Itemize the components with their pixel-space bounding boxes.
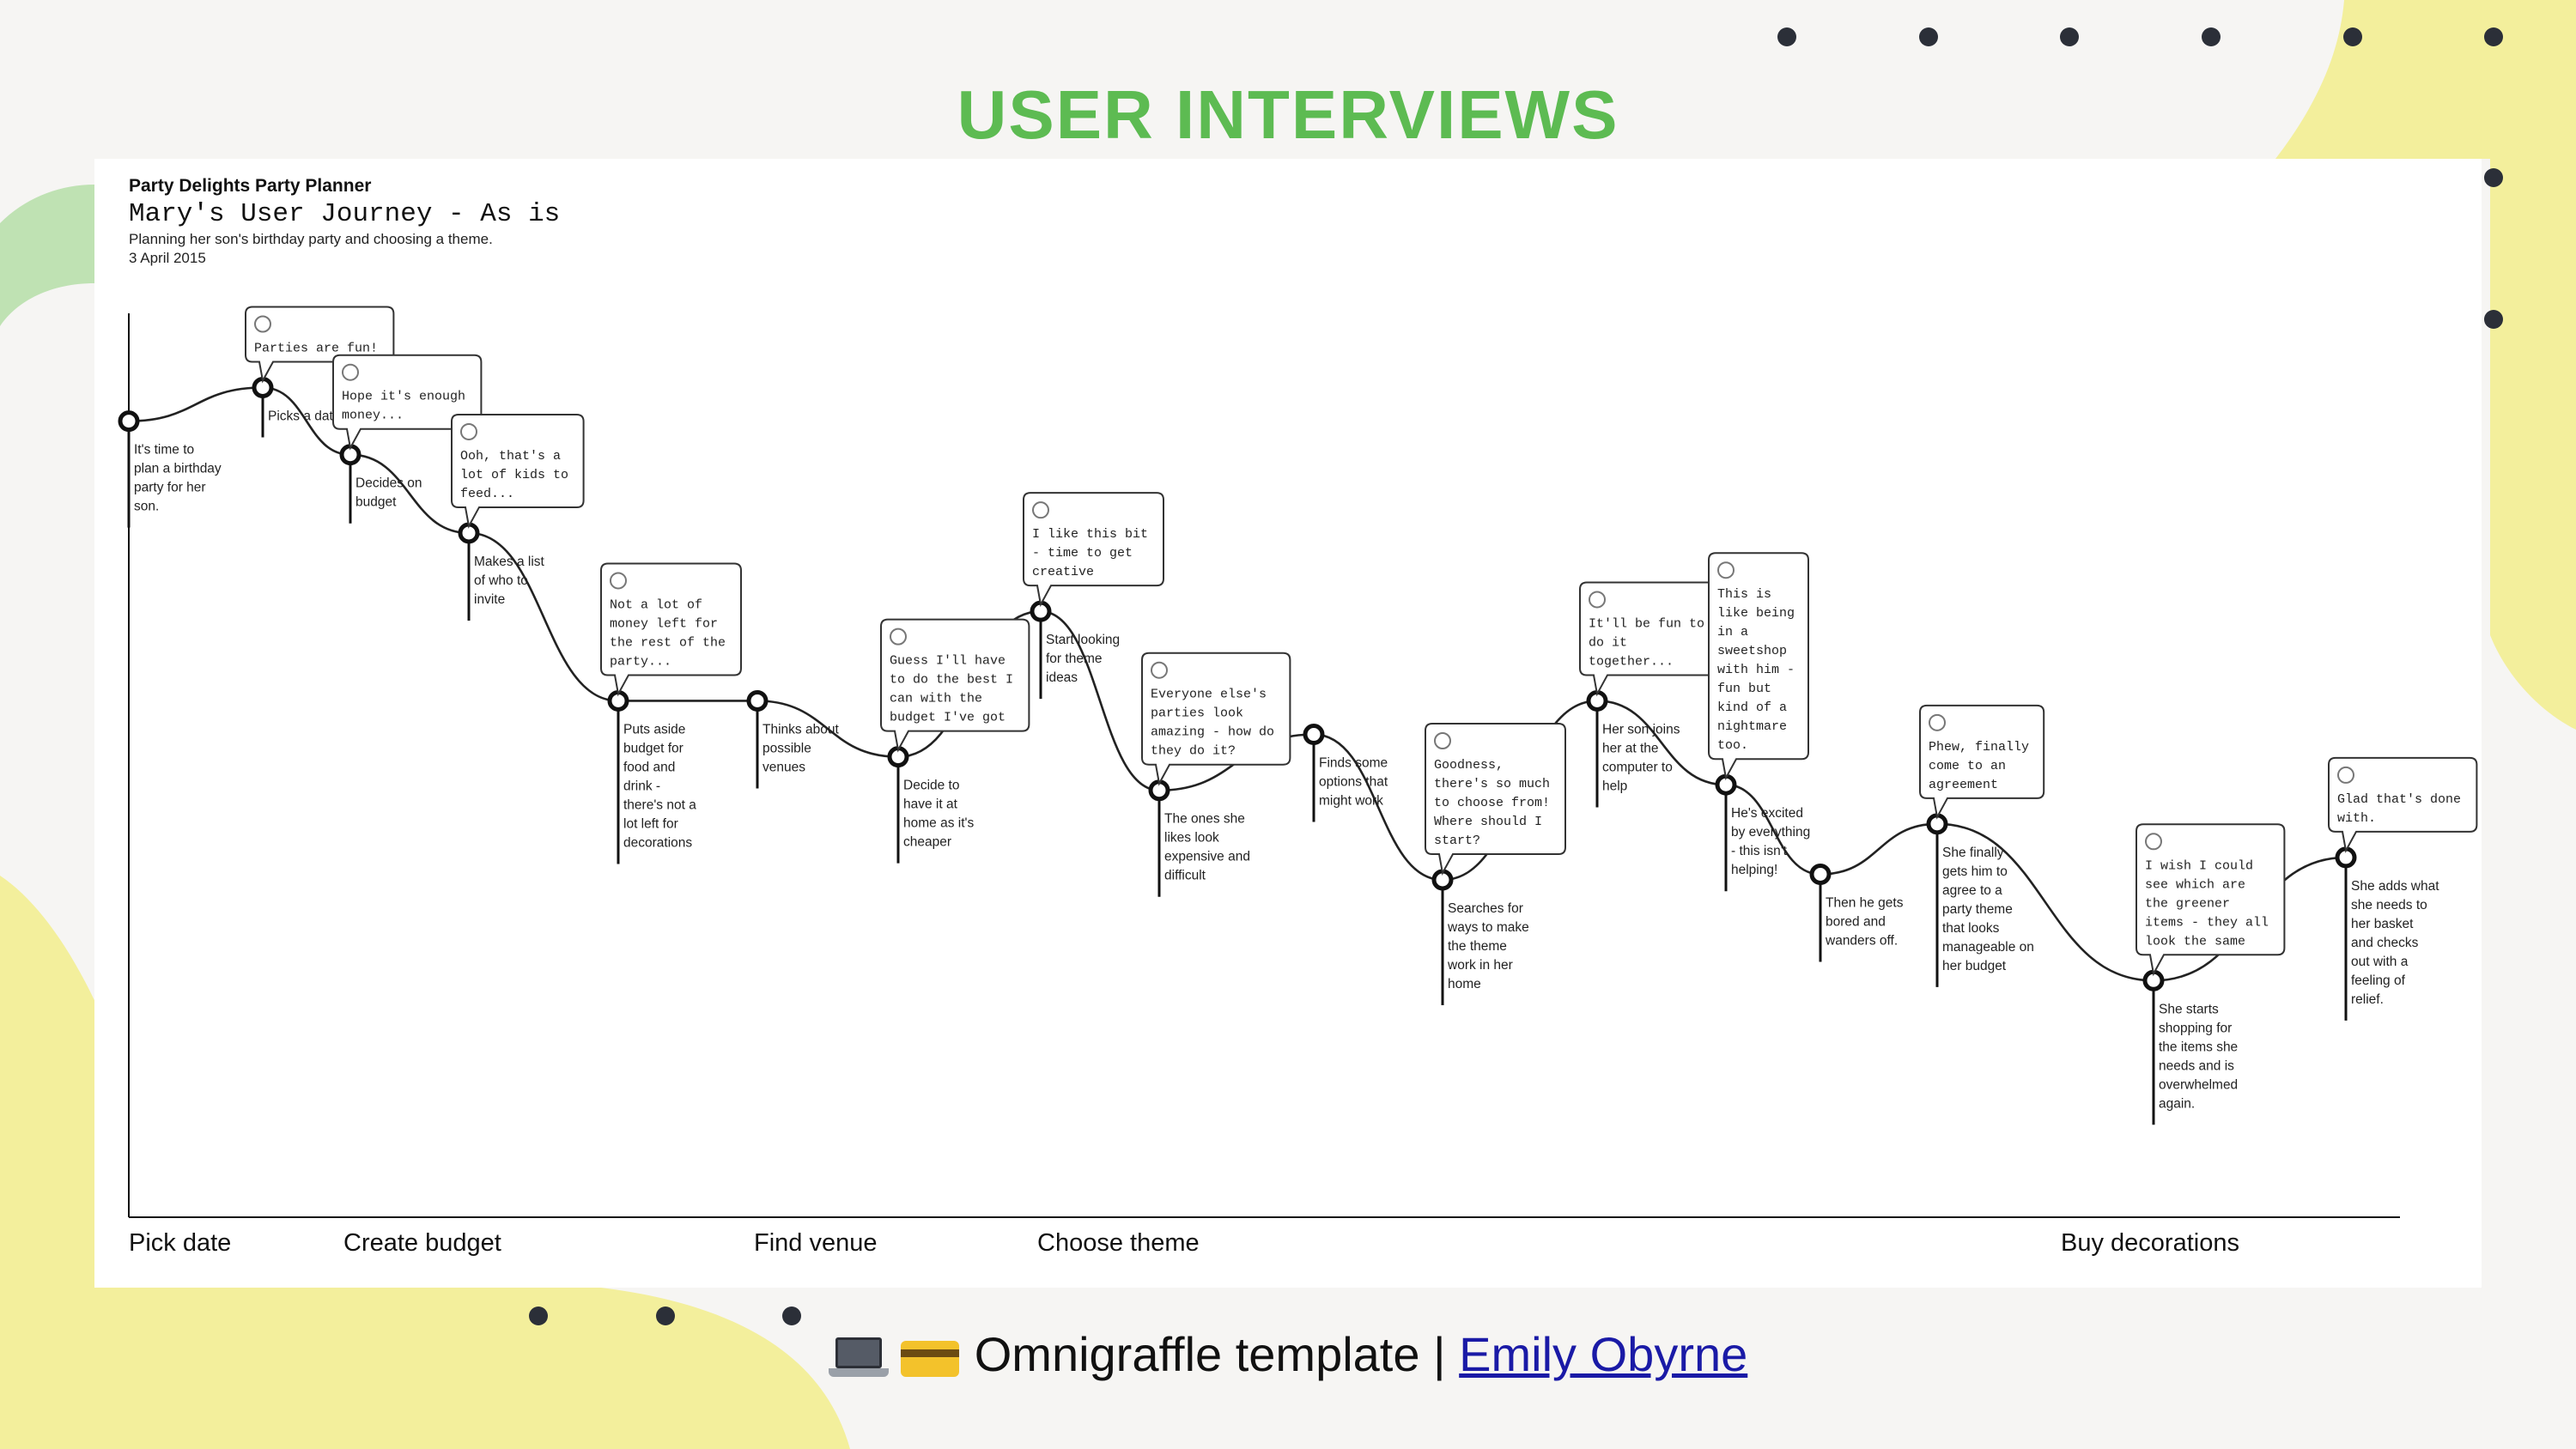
stage-label: Pick date xyxy=(129,1229,231,1257)
decor-dot xyxy=(656,1307,675,1325)
decor-dot xyxy=(2202,27,2221,46)
step-marker xyxy=(1303,724,1325,746)
thought-bubble xyxy=(1141,652,1291,786)
smiley-icon xyxy=(254,315,271,333)
decor-dot xyxy=(2484,168,2503,187)
decor-dot xyxy=(2484,310,2503,329)
thought-bubble xyxy=(1023,492,1164,608)
step-marker xyxy=(1809,863,1832,885)
document-app-name: Party Delights Party Planner xyxy=(129,176,372,196)
smiley-icon xyxy=(1589,591,1606,609)
laptop-icon xyxy=(828,1337,889,1379)
author-link[interactable]: Emily Obyrne xyxy=(1459,1327,1748,1381)
thought-bubble xyxy=(2136,823,2286,977)
smiley-icon xyxy=(2337,766,2354,784)
smiley-icon xyxy=(1151,661,1168,679)
step-marker xyxy=(746,689,769,712)
thought-bubble xyxy=(1919,704,2045,820)
step-action: Picks a date xyxy=(268,409,340,424)
smiley-icon xyxy=(1717,561,1735,579)
thought-bubble xyxy=(1708,552,1809,781)
credit-card-icon xyxy=(900,1337,961,1379)
document-header: Party Delights Party Planner Mary's User… xyxy=(129,176,560,267)
journey-map-diagram: Pick date Create budget Find venue Choose t… xyxy=(118,306,2478,1257)
decor-dot xyxy=(529,1307,548,1325)
smiley-icon xyxy=(460,422,477,440)
step-marker xyxy=(118,410,140,433)
stage-label: Buy decorations xyxy=(2061,1229,2239,1257)
smiley-icon xyxy=(1434,732,1451,749)
smiley-icon xyxy=(890,627,907,646)
thought-text: Parties are fun! xyxy=(254,342,378,356)
stage-label: Find venue xyxy=(754,1229,878,1257)
journey-map-card: Party Delights Party Planner Mary's User… xyxy=(94,159,2482,1288)
slide-title: USER INTERVIEWS xyxy=(957,76,1619,153)
stage-label: Choose theme xyxy=(1037,1229,1200,1257)
smiley-icon xyxy=(2145,833,2162,851)
document-subtitle: Planning her son's birthday party and ch… xyxy=(129,231,493,247)
footer-credit: Omnigraffle template | Emily Obyrne xyxy=(0,1326,2576,1382)
footer-text: Omnigraffle template | xyxy=(974,1327,1460,1381)
decor-dot xyxy=(1919,27,1938,46)
decor-dot xyxy=(2484,27,2503,46)
smiley-icon xyxy=(342,363,359,381)
thought-bubble xyxy=(451,413,585,529)
stage-label: Create budget xyxy=(343,1229,501,1257)
decor-dot xyxy=(782,1307,801,1325)
smiley-icon xyxy=(1032,501,1049,519)
document-date: 3 April 2015 xyxy=(129,250,206,266)
smiley-icon xyxy=(610,572,627,590)
thought-bubble xyxy=(880,618,1030,753)
decor-dot xyxy=(1777,27,1796,46)
decor-dot xyxy=(2343,27,2362,46)
smiley-icon xyxy=(1929,713,1946,731)
decor-dot xyxy=(2060,27,2079,46)
thought-bubble xyxy=(2328,756,2478,853)
thought-bubble xyxy=(600,562,742,697)
thought-bubble xyxy=(1425,723,1566,876)
document-title: Mary's User Journey - As is xyxy=(129,199,561,229)
